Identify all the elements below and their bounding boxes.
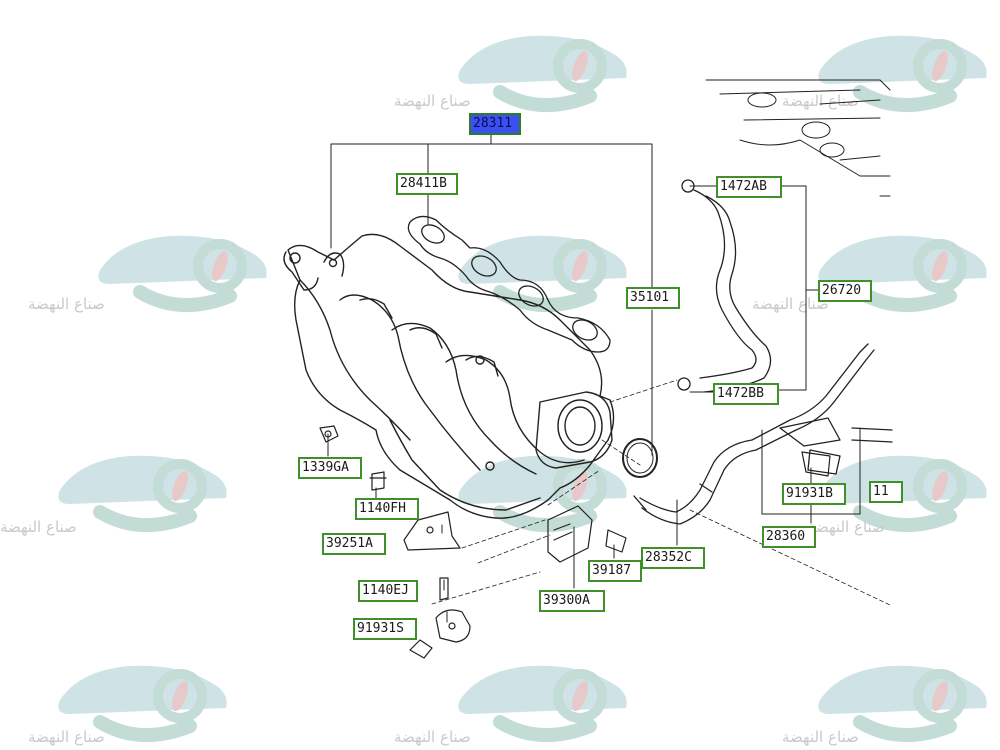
leader-lines	[327, 131, 861, 623]
part-label-1339GA[interactable]: 1339GA	[298, 457, 362, 479]
watermark-text: صناع النهضة	[394, 92, 471, 110]
vacuum-pipe	[633, 343, 893, 525]
part-label-1140EJ[interactable]: 1140EJ	[358, 580, 418, 602]
part-label-1472BB[interactable]: 1472BB	[713, 383, 779, 405]
part-label-91931S[interactable]: 91931S	[353, 618, 417, 640]
part-label-1140FH[interactable]: 1140FH	[355, 498, 419, 520]
pcv-hose	[677, 179, 772, 393]
part-label-35101[interactable]: 35101	[626, 287, 680, 309]
watermark-logo	[58, 455, 227, 532]
watermark-logo	[58, 665, 227, 742]
watermark-text: صناع النهضة	[808, 518, 885, 536]
part-label-28360[interactable]: 28360	[762, 526, 816, 548]
part-label-39300A[interactable]: 39300A	[539, 590, 605, 612]
part-label-28352C[interactable]: 28352C	[641, 547, 705, 569]
part-label-91931B[interactable]: 91931B	[782, 483, 846, 505]
part-label-26720[interactable]: 26720	[818, 280, 872, 302]
o-ring	[622, 438, 658, 478]
watermark-text: صناع النهضة	[0, 518, 77, 536]
watermark-logo	[458, 665, 627, 742]
watermark-text: صناع النهضة	[752, 295, 829, 313]
part-label-11-partial[interactable]: 11	[869, 481, 903, 503]
watermark-logo	[98, 235, 267, 312]
watermark-text: صناع النهضة	[782, 92, 859, 110]
manifold-gasket	[407, 215, 611, 353]
part-label-39251A[interactable]: 39251A	[322, 533, 386, 555]
dashed-leaders	[431, 379, 891, 606]
watermark-logo	[458, 235, 627, 312]
watermark-logo	[818, 665, 987, 742]
watermark-logo	[458, 35, 627, 112]
intake-manifold	[283, 233, 615, 519]
part-label-28411B[interactable]: 28411B	[396, 173, 458, 195]
part-label-28311[interactable]: 28311	[469, 113, 521, 135]
watermark-logo	[818, 35, 987, 112]
part-label-39187[interactable]: 39187	[588, 560, 642, 582]
watermark-text: صناع النهضة	[394, 728, 471, 746]
cylinder-head-partial	[705, 79, 891, 197]
small-parts	[319, 425, 831, 659]
watermark-text: صناع النهضة	[782, 728, 859, 746]
part-label-1472AB[interactable]: 1472AB	[716, 176, 782, 198]
watermark-text: صناع النهضة	[28, 295, 105, 313]
watermark-text: صناع النهضة	[28, 728, 105, 746]
